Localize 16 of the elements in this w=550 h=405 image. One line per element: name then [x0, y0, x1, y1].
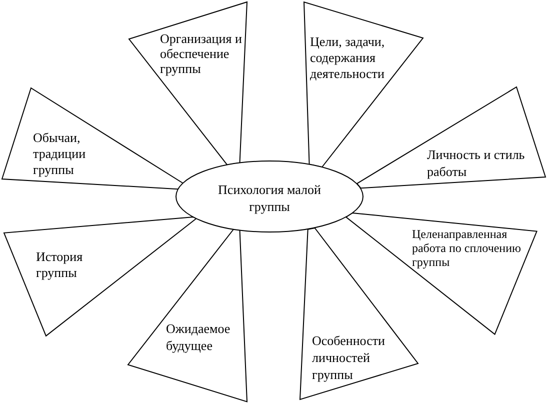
central-ellipse [175, 160, 364, 233]
wedge-shape [128, 1, 248, 166]
wedge-label: Обычаи, традиции группы [33, 130, 87, 178]
wedge-label: История группы [36, 248, 84, 281]
wedge-label: Личность и стиль работы [426, 146, 526, 180]
wedge-shape [127, 228, 248, 403]
wedge-shape [345, 212, 538, 335]
wedge-label: Организация и обеспечение группы [160, 31, 243, 76]
topic-label: Психология малой группы [217, 180, 322, 215]
wedge-shape [1, 87, 184, 190]
wedge-shape [356, 86, 546, 190]
wedge-shape [303, 1, 424, 168]
wedge-label: Особенности личностей группы [312, 332, 386, 383]
wedge-label: Целенаправленная работа по сплочению группы [412, 226, 522, 269]
wedge-label: Ожидаемое будущее [166, 320, 232, 354]
wedge-label: Цели, задачи, содержания деятельности [310, 34, 386, 82]
